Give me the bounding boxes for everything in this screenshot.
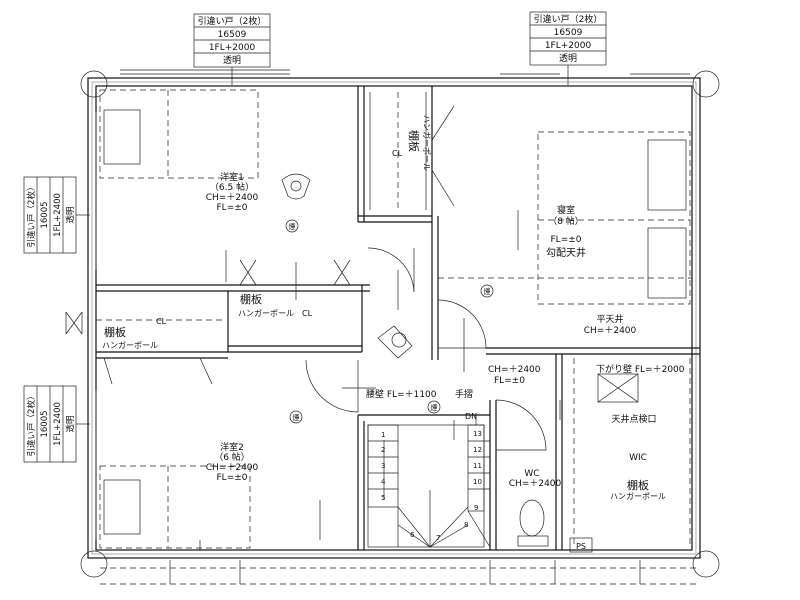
room-ceiling-height: CH=＋2400 — [206, 462, 259, 473]
hall: CH=＋2400 FL=±0 下がり壁 FL=＋2000 腰壁 FL=＋1100… — [289, 247, 685, 451]
room-floor-level: FL=±0 — [217, 473, 248, 483]
wic-shelf-label: 棚板 — [627, 478, 649, 492]
room-name: 洋室2 — [220, 441, 244, 453]
room-ceiling-height: CH=＋2400 — [206, 192, 259, 203]
room-ceiling-type: 勾配天井 — [546, 246, 586, 259]
stair-step-number: 2 — [381, 446, 385, 454]
closet-pole-label: ハンガーポール — [238, 308, 294, 318]
stair-step-number: 3 — [381, 462, 385, 470]
room-floor-level: FL=±0 — [551, 235, 582, 245]
exterior-walls — [87, 69, 701, 585]
smoke-detector-icon — [427, 400, 441, 414]
room-wc: WC CH=＋2400 — [509, 400, 562, 547]
stair-step-number: 5 — [381, 494, 385, 502]
room-name: WC — [524, 469, 539, 479]
callout-door-height: 1FL+2400 — [53, 193, 63, 237]
callout-glass: 透明 — [65, 415, 76, 432]
callout-door-code: 16005 — [40, 201, 50, 228]
closet-left: 棚板 ハンガーポール CL — [96, 317, 222, 385]
callout-door-code: 16509 — [554, 28, 583, 38]
callout-door-height: 1FL+2000 — [209, 43, 256, 53]
stair-step-number: 7 — [436, 534, 440, 542]
closet-shelf-label: 棚板 — [240, 292, 262, 306]
hall-floor-level: FL=±0 — [494, 376, 525, 386]
flat-ceiling-height: CH=＋2400 — [584, 325, 637, 336]
closet-top: 棚板 ハンガーポール CL — [369, 92, 455, 210]
room-name: WIC — [629, 453, 647, 463]
room-bedroom: 寝室 （8 帖） FL=±0 勾配天井 煙 平天井 CH=＋2400 — [438, 204, 692, 336]
room-ceiling-height: CH=＋2400 — [509, 478, 562, 489]
stair-step-number: 9 — [474, 504, 478, 512]
callout-door-type: 引違い戸（2枚） — [198, 15, 267, 27]
wic-pole-label: ハンガーポール — [610, 491, 666, 501]
stairs: DN 1 2 3 4 5 6 7 8 9 10 11 12 13 — [367, 412, 491, 548]
person-icon — [281, 173, 311, 200]
closet-shelf-label: 棚板 — [104, 325, 126, 339]
smoke-detector-label: 煙 — [431, 403, 438, 412]
stair-dn-label: DN — [465, 412, 477, 421]
beds — [99, 89, 691, 549]
person-icon — [391, 332, 407, 348]
callout-door-height: 1FL+2000 — [545, 41, 592, 51]
smoke-detector-icon — [480, 284, 494, 298]
attic-access-label: 天井点検口 — [611, 413, 656, 425]
closet-pole-label: ハンガーポール — [422, 115, 432, 171]
stair-step-number: 8 — [464, 521, 468, 529]
ps-label: PS — [576, 542, 586, 551]
drop-wall-label: 下がり壁 FL=＋2000 — [596, 363, 685, 375]
smoke-detector-icon — [285, 219, 299, 233]
flat-ceiling-label: 平天井 — [596, 313, 623, 325]
toilet-icon — [519, 499, 545, 537]
callout-door-height: 1FL+2400 — [53, 402, 63, 446]
room-western-1: 洋室1 （6.5 帖） CH=＋2400 FL=±0 煙 — [206, 171, 311, 233]
smoke-detector-label: 煙 — [289, 222, 296, 231]
callout-door-code: 16005 — [40, 410, 50, 437]
room-name: 洋室1 — [220, 171, 244, 183]
room-size: （8 帖） — [548, 215, 584, 227]
callout-left-upper: 引違い戸（2枚） 16005 1FL+2400 透明 — [23, 176, 90, 254]
closet-cl-label: CL — [302, 309, 313, 318]
room-name: 寝室 — [557, 204, 575, 216]
stair-step-number: 1 — [381, 431, 385, 439]
callout-left-lower: 引違い戸（2枚） 16005 1FL+2400 透明 — [23, 385, 90, 463]
closet-mid: 棚板 ハンガーポール CL — [238, 259, 351, 318]
room-floor-level: FL=±0 — [217, 203, 248, 213]
room-wic: 天井点検口 WIC 棚板 ハンガーポール PS — [569, 358, 691, 553]
callout-door-type: 引違い戸（2枚） — [26, 392, 37, 457]
interior-walls — [95, 86, 700, 550]
callout-door-type: 引違い戸（2枚） — [534, 13, 603, 25]
closet-cl-label: CL — [156, 317, 167, 326]
stair-step-number: 6 — [410, 531, 415, 539]
room-western-2: 洋室2 （6 帖） CH=＋2400 FL=±0 — [206, 441, 259, 483]
smoke-detector-icon — [289, 410, 303, 424]
closet-pole-label: ハンガーポール — [102, 340, 158, 350]
callout-door-code: 16509 — [218, 30, 247, 40]
stair-step-number: 4 — [381, 478, 386, 486]
stair-step-number: 11 — [473, 462, 482, 470]
callout-glass: 透明 — [223, 55, 241, 66]
room-size: （6 帖） — [214, 451, 250, 463]
closet-cl-label: CL — [392, 149, 403, 158]
handrail-label: 手摺 — [455, 388, 473, 400]
callout-door-type: 引違い戸（2枚） — [26, 183, 37, 248]
callout-glass: 透明 — [65, 206, 76, 223]
stair-step-number: 12 — [473, 446, 482, 454]
callout-glass: 透明 — [559, 53, 577, 64]
column-markers — [65, 70, 720, 578]
stair-step-number: 13 — [473, 430, 482, 438]
waist-wall-label: 腰壁 FL=＋1100 — [366, 388, 437, 400]
hall-ceiling-height: CH=＋2400 — [488, 364, 541, 375]
smoke-detector-label: 煙 — [484, 287, 491, 296]
closet-shelf-label: 棚板 — [407, 130, 421, 152]
door-marks — [199, 250, 455, 550]
smoke-detector-label: 煙 — [293, 413, 300, 422]
callout-top-right: 引違い戸（2枚） 16509 1FL+2000 透明 — [529, 11, 607, 85]
stair-step-number: 10 — [473, 478, 482, 486]
room-size: （6.5 帖） — [210, 181, 254, 193]
